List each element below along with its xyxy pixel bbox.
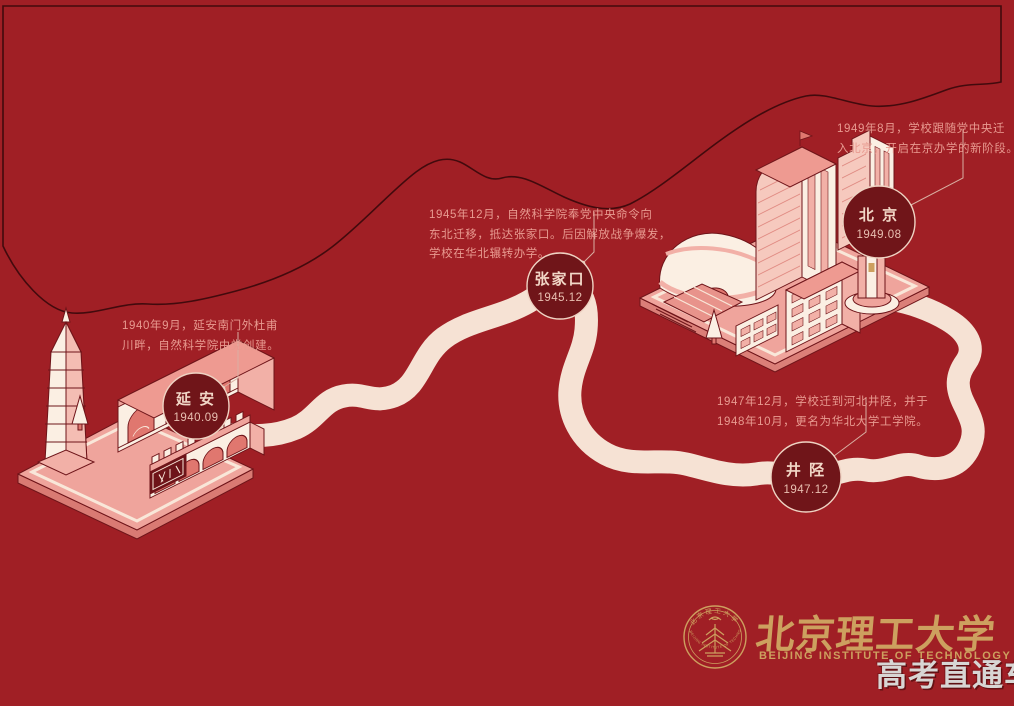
decorative-contour-line (2, 5, 1002, 314)
note-line: 1949年8月，学校跟随党中央迁 (837, 123, 1006, 135)
stop-label: 井 陉 (786, 461, 826, 479)
note-line: 1948年10月，更名为华北大学工学院。 (717, 415, 929, 428)
note-line: 东北迁移，抵达张家口。后因解放战争爆发， (429, 228, 671, 241)
stop-date: 1947.12 (783, 484, 828, 496)
tree-icon (71, 394, 89, 431)
watermark-text: 高考直通车 (876, 658, 1014, 693)
note-line: 1940年9月，延安南门外杜甫 (122, 320, 278, 332)
note-beijing: 1949年8月，学校跟随党中央迁 入北京，开启在京办学的新阶段。 (837, 120, 1014, 159)
stop-node-zhangjiakou: 张家口 1945.12 (526, 252, 594, 320)
university-seal-icon: 北京理工大学 BEIJING INSTITUTE OF TECHNOLOGY (0, 0, 747, 669)
note-line: 学校在华北辗转办学。 (429, 248, 550, 260)
note-line: 入北京，开启在京办学的新阶段。 (837, 142, 1014, 155)
note-jingxing: 1947年12月，学校迁到河北井陉，并于 1948年10月，更名为华北大学工学院… (717, 393, 928, 432)
gymnasium-dome-icon (658, 232, 777, 323)
seal-bottom-text: BEIJING INSTITUTE OF TECHNOLOGY (0, 0, 742, 650)
stop-label: 北 京 (859, 206, 899, 224)
monument-icon (844, 249, 900, 315)
stop-node-beijing: 北 京 1949.08 (842, 185, 916, 259)
note-zhangjiakou: 1945年12月，自然科学院奉党中央命令向 东北迁移，抵达张家口。后因解放战争爆… (429, 206, 671, 265)
yanan-pagoda-icon (36, 306, 96, 476)
stop-node-yanan: 延 安 1940.09 (162, 372, 230, 440)
stop-date: 1945.12 (537, 292, 582, 304)
stop-label: 延 安 (175, 390, 216, 408)
university-title-en: BEIJING INSTITUTE OF TECHNOLOGY (759, 650, 1012, 662)
note-line: 1945年12月，自然科学院奉党中央命令向 (429, 209, 653, 221)
stop-node-jingxing: 井 陉 1947.12 (770, 441, 842, 513)
note-line: 川畔，自然科学院由党创建。 (122, 339, 280, 352)
stop-date: 1940.09 (173, 412, 218, 424)
leader-lines (223, 130, 964, 457)
note-yanan: 1940年9月，延安南门外杜甫 川畔，自然科学院由党创建。 (122, 317, 279, 356)
timeline-road (210, 276, 985, 490)
tree-icon (705, 308, 723, 345)
stop-label: 张家口 (534, 270, 585, 288)
note-line: 1947年12月，学校迁到河北井陉，并于 (717, 396, 929, 408)
stop-date: 1949.08 (856, 229, 901, 241)
svg-text:BEIJING INSTITUTE OF TECHNOLOG: BEIJING INSTITUTE OF TECHNOLOGY (0, 0, 742, 650)
